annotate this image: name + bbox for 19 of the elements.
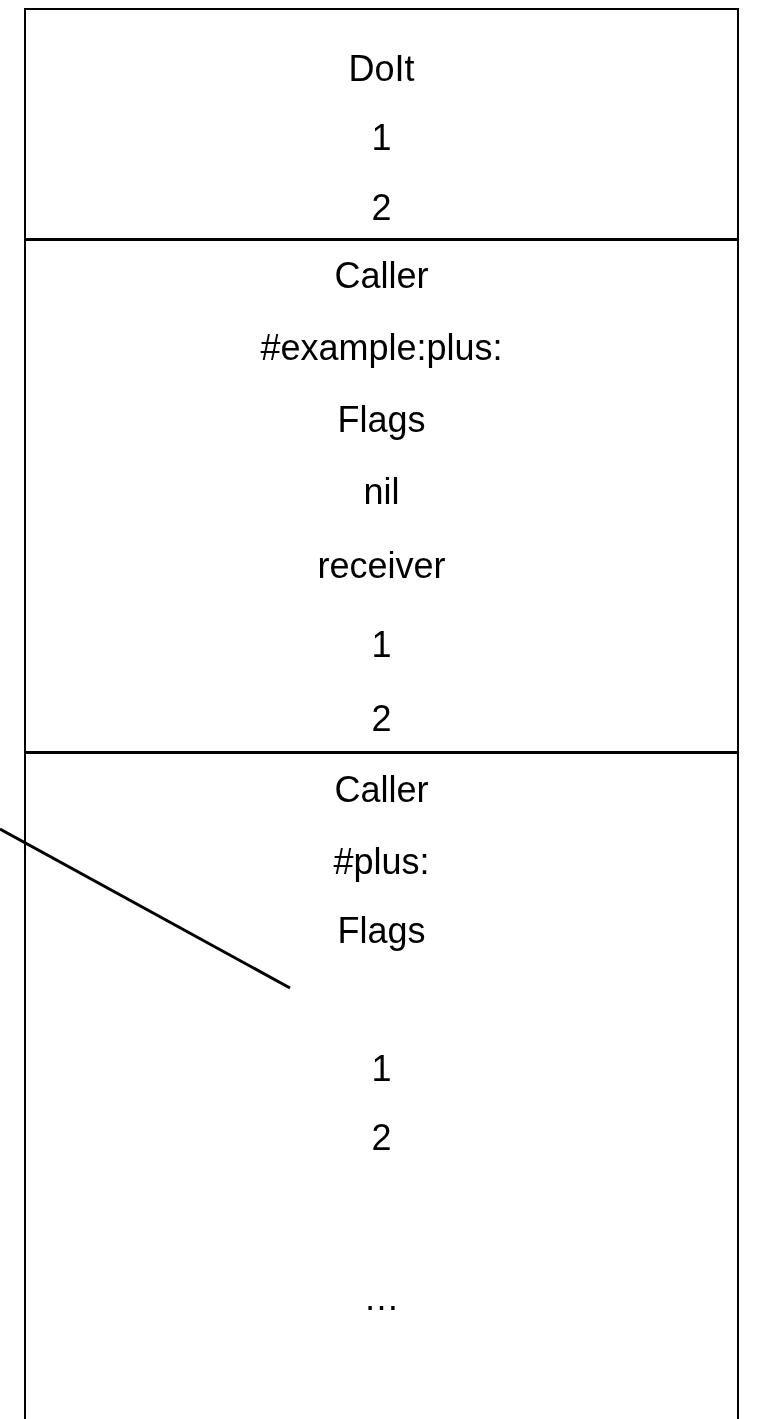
frame-slot-text: 2 bbox=[371, 697, 392, 741]
frame-slot-text: … bbox=[363, 1276, 400, 1320]
frame-slot-text: DoIt bbox=[348, 47, 415, 91]
frame-slot-text: 1 bbox=[371, 116, 392, 160]
frame-slot-text: 2 bbox=[371, 1116, 392, 1160]
stack-frame bbox=[24, 238, 739, 754]
frame-slot-text: 2 bbox=[371, 186, 392, 230]
frame-slot-text: receiver bbox=[317, 544, 446, 588]
frame-slot-text: Caller bbox=[334, 768, 429, 812]
frame-slot-text: #plus: bbox=[333, 840, 430, 884]
frame-slot-text: nil bbox=[363, 470, 400, 514]
frame-slot-text: Flags bbox=[337, 398, 426, 442]
stack-frame bbox=[24, 751, 739, 1419]
frame-slot-text: 1 bbox=[371, 1047, 392, 1091]
stack-frame bbox=[24, 8, 739, 241]
frame-slot-text: #example:plus: bbox=[260, 326, 503, 370]
frame-slot-text: Caller bbox=[334, 254, 429, 298]
frame-slot-text: Flags bbox=[337, 909, 426, 953]
frame-slot-text: 1 bbox=[371, 623, 392, 667]
